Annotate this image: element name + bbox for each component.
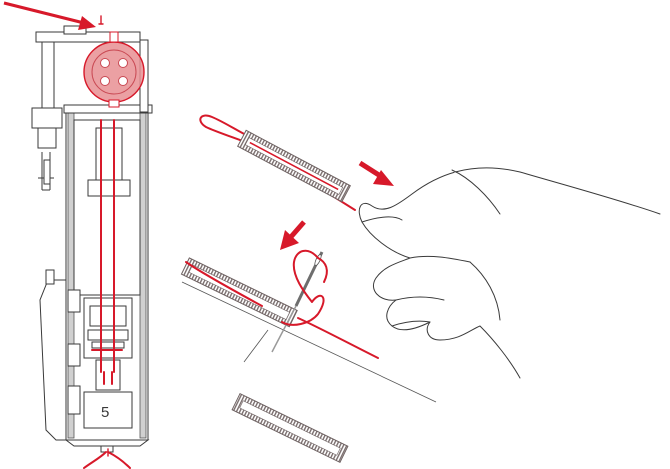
arrow-to-button-holder <box>4 3 103 30</box>
arrow-down-to-next-step <box>280 222 304 250</box>
arrow-pull-direction <box>360 163 394 186</box>
needle-threaded <box>272 251 327 352</box>
foot-number-label: 5 <box>101 404 109 421</box>
button-in-holder <box>84 32 144 107</box>
finished-buttonhole <box>232 394 348 463</box>
buttonhole-with-thread <box>181 258 378 358</box>
hand-pulling-loop <box>359 168 660 378</box>
thread-loop-removed <box>200 116 355 210</box>
